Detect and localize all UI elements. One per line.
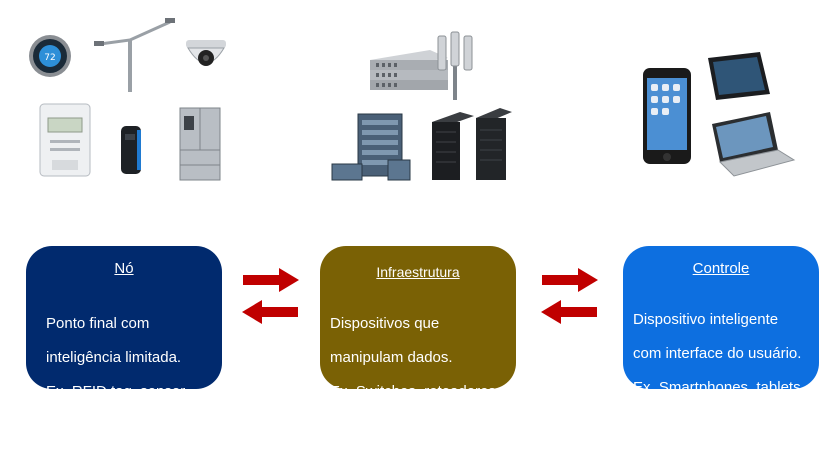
arrow-infrastructure-to-control	[542, 268, 598, 292]
antenna-icon	[437, 31, 473, 100]
svg-text:72: 72	[44, 53, 55, 63]
infrastructure-description: Dispositivos que manipulam dados. Ex. Sw…	[330, 298, 496, 417]
control-line-1: Dispositivo inteligente	[633, 311, 779, 328]
server-rack-icon	[432, 108, 512, 180]
network-switch-icon	[370, 50, 448, 90]
arrow-infrastructure-to-node	[242, 300, 298, 324]
arrow-node-to-infrastructure	[243, 268, 299, 292]
node-line-2: inteligência limitada.	[46, 349, 182, 366]
control-line-3: Ex. Smartphones, tablets	[633, 379, 801, 396]
node-title: Nó	[114, 260, 134, 277]
tablet-icon	[708, 52, 770, 100]
smartphone-icon	[643, 68, 691, 164]
node-line-3: Ex. RFID tag, sensor	[46, 383, 186, 400]
infrastructure-line-1: Dispositivos que	[330, 315, 440, 332]
node-line-1: Ponto final com	[46, 315, 150, 332]
security-camera-icon	[186, 40, 226, 66]
refrigerator-icon	[179, 107, 221, 181]
rfid-reader-icon	[121, 126, 141, 174]
infrastructure-box: Infraestrutura Dispositivos que manipula…	[320, 246, 516, 400]
infrastructure-title: Infraestrutura	[376, 264, 460, 280]
node-box: Nó Ponto final com inteligência limitada…	[26, 246, 222, 400]
infrastructure-line-2: manipulam dados.	[330, 349, 453, 366]
arrow-control-to-infrastructure	[541, 300, 597, 324]
control-line-2: com interface do usuário.	[633, 345, 802, 362]
node-description: Ponto final com inteligência limitada. E…	[46, 298, 185, 417]
thermostat-icon: 72	[29, 35, 71, 77]
street-light-icon	[94, 18, 175, 92]
control-title: Controle	[692, 260, 750, 277]
infrastructure-line-3: Ex. Switches, roteadores	[330, 383, 496, 400]
router-chassis-icon	[331, 113, 411, 181]
laptop-icon	[712, 112, 796, 177]
control-description: Dispositivo inteligente com interface do…	[633, 294, 801, 413]
control-box: Controle Dispositivo inteligente com int…	[623, 246, 819, 396]
smart-meter-icon	[39, 103, 91, 177]
